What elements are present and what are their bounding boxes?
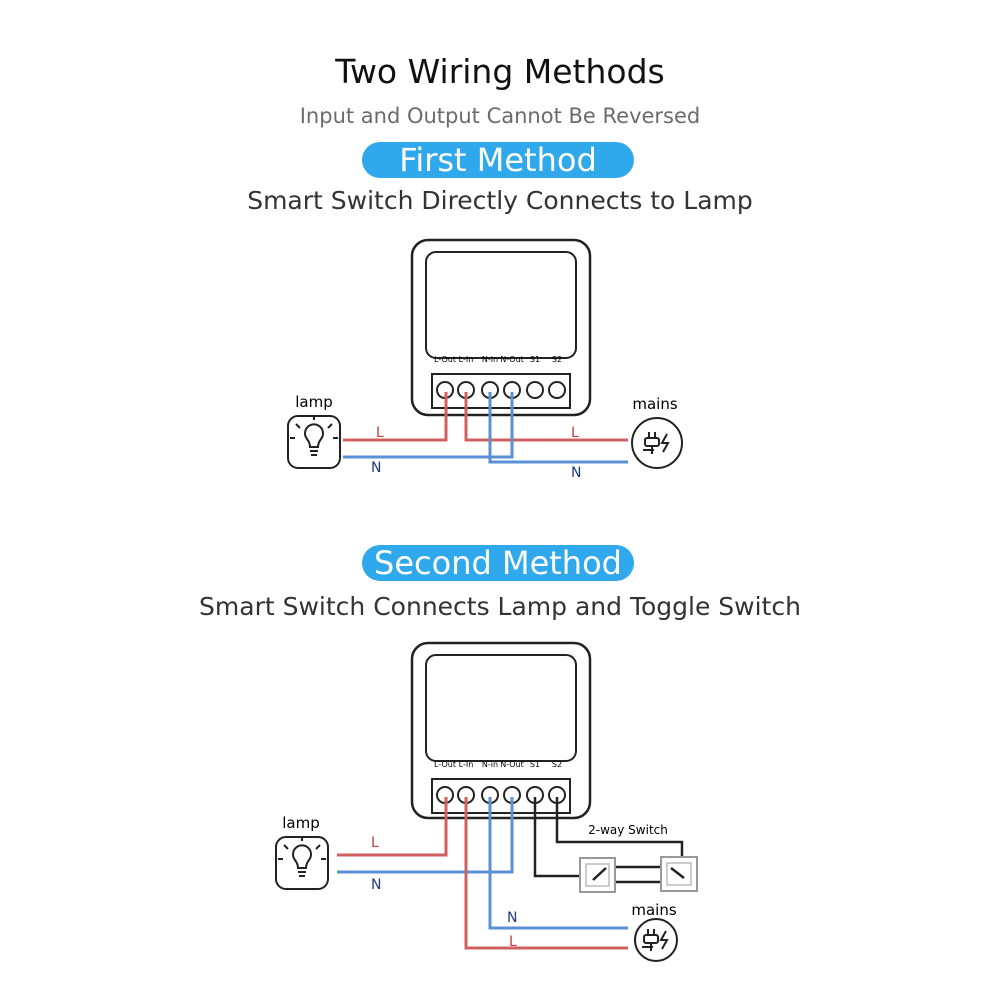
terminal-label: L-In <box>459 760 474 769</box>
terminal-label: L-In <box>459 355 474 364</box>
wire-label: L <box>509 934 517 950</box>
s1-wire <box>533 797 593 878</box>
wire-label: N <box>371 877 381 893</box>
wire-label: L <box>571 425 579 441</box>
mains-label: mains <box>632 395 677 413</box>
method-2-description: Smart Switch Connects Lamp and Toggle Sw… <box>199 592 801 621</box>
wire-label: L <box>376 425 384 441</box>
wires <box>343 392 628 464</box>
two-way-switch-left <box>579 857 616 893</box>
lamp-label: lamp <box>282 814 320 832</box>
mains-box <box>634 918 678 962</box>
page-subtitle: Input and Output Cannot Be Reversed <box>299 104 701 128</box>
terminal-label: L-Out <box>434 760 456 769</box>
terminal-label: N-in <box>482 760 498 769</box>
terminal-screws <box>436 786 566 804</box>
wire-label: L <box>371 835 379 851</box>
live-wire-lamp <box>343 392 448 442</box>
wire-label: N <box>507 910 517 926</box>
wire-label: N <box>571 465 581 481</box>
terminal-label: L-Out <box>434 355 456 364</box>
terminal-block <box>431 373 571 409</box>
neutral-wire-mains <box>488 392 628 464</box>
mains-label: mains <box>631 901 676 919</box>
method-2-diagram: L-Out L-In N-in N-Out S1 S2 L N N L 2-wa… <box>275 641 698 962</box>
mains-box <box>631 417 683 469</box>
terminal-label: N-Out <box>500 760 524 769</box>
method-1-diagram: L-Out L-In N-in N-Out S1 S2 L N L N lamp… <box>287 238 683 481</box>
wire-label: N <box>371 460 381 476</box>
lamp-label: lamp <box>295 393 333 411</box>
method-2-badge: Second Method <box>362 545 634 581</box>
live-wire-mains <box>464 392 628 442</box>
terminal-label: S1 <box>530 355 540 364</box>
terminal-label: N-in <box>482 355 498 364</box>
neutral-wire-lamp <box>337 797 514 874</box>
terminal-labels: L-Out L-In N-in N-Out S1 S2 <box>434 760 562 769</box>
terminal-label: S2 <box>552 355 562 364</box>
terminal-label: S2 <box>552 760 562 769</box>
neutral-wire-mains <box>488 797 628 930</box>
live-wire-mains <box>464 797 628 950</box>
terminal-block <box>431 778 571 814</box>
terminal-label: S1 <box>530 760 540 769</box>
two-way-switch-right <box>660 856 698 892</box>
terminal-labels: L-Out L-In N-in N-Out S1 S2 <box>434 355 562 364</box>
terminal-screws <box>436 381 566 399</box>
terminal-label: N-Out <box>500 355 524 364</box>
module-face <box>425 654 577 762</box>
method-1-badge: First Method <box>362 142 634 178</box>
neutral-wire-lamp <box>343 392 514 459</box>
module-face <box>425 251 577 359</box>
live-wire-lamp <box>337 797 448 857</box>
switch-label: 2-way Switch <box>588 823 668 837</box>
page-title: Two Wiring Methods <box>335 52 665 91</box>
method-1-description: Smart Switch Directly Connects to Lamp <box>247 186 753 215</box>
